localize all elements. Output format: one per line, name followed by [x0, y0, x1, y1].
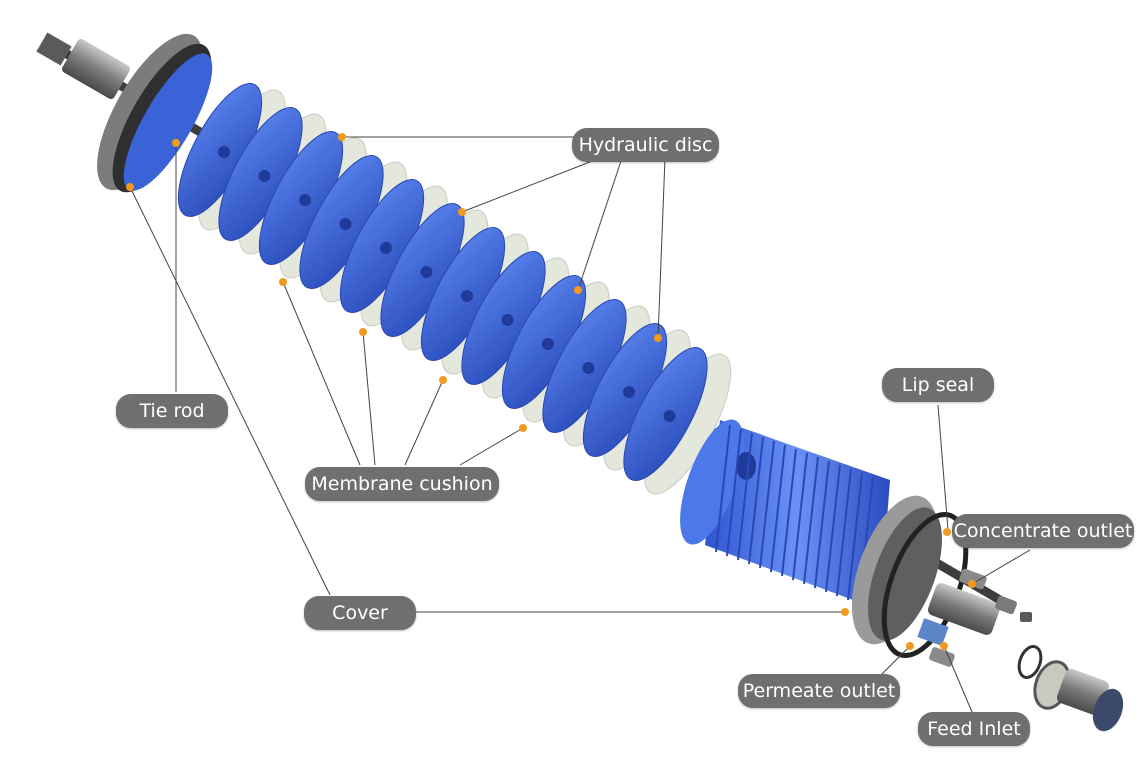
- drum-ridge: [759, 440, 775, 569]
- disc-stack: [177, 83, 732, 495]
- label-lip-seal: Lip seal: [882, 368, 994, 402]
- disc-hub: [501, 314, 514, 326]
- disc-hub: [461, 290, 473, 302]
- disc-hub: [582, 362, 595, 374]
- drum-ridge: [836, 468, 852, 597]
- label-permeate-outlet: Permeate outlet: [738, 674, 900, 708]
- compressed-disc-drum: [680, 419, 890, 610]
- disc-hub: [339, 218, 352, 230]
- leader-lines: [129, 136, 1031, 713]
- drum-ridge: [770, 444, 786, 573]
- drum-ridge: [715, 424, 731, 553]
- label-membrane-cushion: Membrane cushion: [305, 467, 499, 501]
- disc-hub: [663, 410, 676, 422]
- drum-ridge: [737, 432, 753, 561]
- callout-markers: [126, 133, 976, 650]
- label-concentrate-outlet: Concentrate outlet: [952, 514, 1134, 548]
- disc-hub: [420, 266, 433, 278]
- disc-hub: [299, 194, 311, 206]
- drum-ridge: [803, 456, 819, 585]
- label-tie-rod: Tie rod: [116, 394, 228, 428]
- drum-ridge: [825, 464, 841, 593]
- disc-hub: [623, 386, 635, 398]
- drum-ridge: [847, 472, 863, 601]
- right-end-housing: [851, 495, 1124, 732]
- drum-ridge: [781, 448, 797, 577]
- label-feed-inlet: Feed Inlet: [918, 712, 1030, 746]
- left-end-cover: [36, 32, 213, 193]
- drum-ridge: [748, 436, 764, 565]
- drum-ridge: [726, 428, 742, 557]
- disc-hub: [542, 338, 554, 350]
- disc-hub: [258, 170, 271, 182]
- label-hydraulic-disc: Hydraulic disc: [572, 128, 719, 162]
- disc-hub: [218, 146, 230, 158]
- label-cover: Cover: [304, 596, 416, 630]
- disc-hub: [380, 242, 392, 254]
- drum-ridge: [792, 452, 808, 581]
- drum-ridge: [814, 460, 830, 589]
